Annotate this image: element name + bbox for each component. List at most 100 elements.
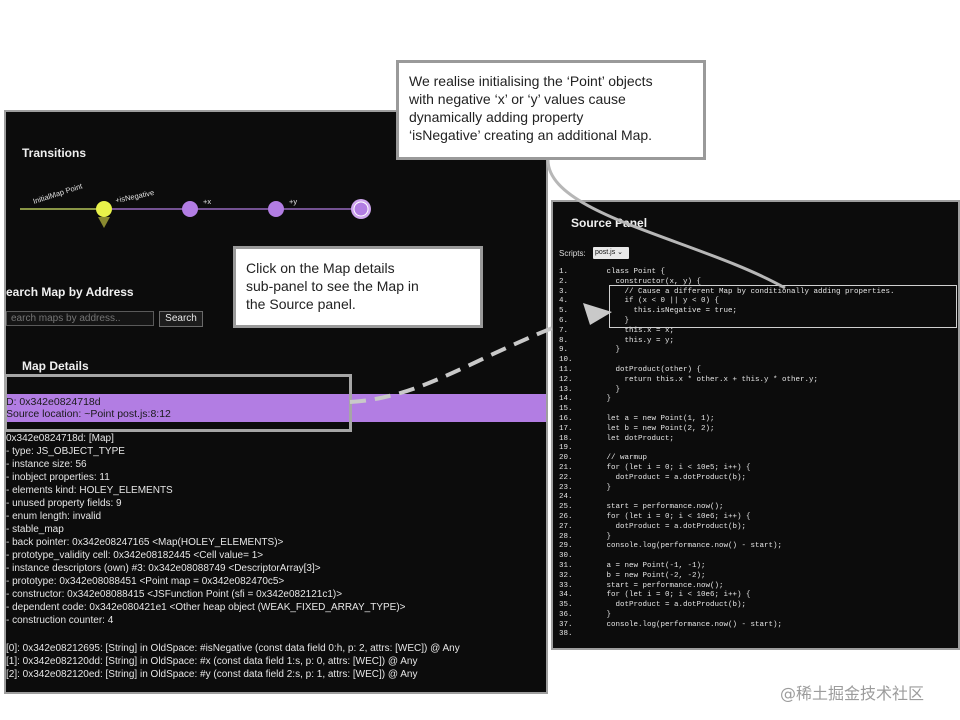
script-select[interactable]: post.js ⌄ xyxy=(593,247,629,259)
line-number: 21. xyxy=(559,463,573,472)
line-number: 9. xyxy=(559,346,569,355)
source-location-link[interactable]: Source location: ~Point post.js:8:12 xyxy=(6,408,171,420)
code-text: let b = new Point(2, 2); xyxy=(593,424,715,433)
map-id: D: 0x342e0824718d xyxy=(6,396,101,408)
map-details-title: Map Details xyxy=(22,359,89,373)
map-node-current[interactable] xyxy=(351,199,371,219)
line-number: 23. xyxy=(559,483,573,492)
line-number: 13. xyxy=(559,385,573,394)
line-number: 24. xyxy=(559,493,573,502)
line-number: 38. xyxy=(559,630,573,639)
source-panel-title: Source Panel xyxy=(571,216,648,230)
line-number: 32. xyxy=(559,571,573,580)
code-text: this.y = y; xyxy=(593,336,675,345)
code-line: 14. } xyxy=(559,395,895,405)
callout-line: with negative ‘x’ or ‘y’ values cause xyxy=(409,91,626,107)
code-line: 30. xyxy=(559,552,895,562)
code-line: 6. } xyxy=(559,317,895,327)
line-number: 5. xyxy=(559,307,569,316)
line-number: 37. xyxy=(559,620,573,629)
code-line: 35. dotProduct = a.dotProduct(b); xyxy=(559,601,895,611)
code-text: start = performance.now(); xyxy=(593,581,724,590)
line-number: 25. xyxy=(559,503,573,512)
line-number: 7. xyxy=(559,326,569,335)
line-number: 22. xyxy=(559,473,573,482)
code-text: start = performance.now(); xyxy=(593,503,724,512)
code-line: 18. let dotProduct; xyxy=(559,435,895,445)
callout-line: Click on the Map details xyxy=(246,260,395,276)
line-number: 11. xyxy=(559,365,573,374)
transition-label-isnegative: +isNegative xyxy=(115,188,155,205)
callout-line: sub-panel to see the Map in xyxy=(246,278,419,294)
code-text: } xyxy=(593,316,630,325)
code-line: 37. console.log(performance.now() - star… xyxy=(559,621,895,631)
code-line: 23. } xyxy=(559,484,895,494)
code-text: class Point { xyxy=(593,268,666,276)
code-text: let a = new Point(1, 1); xyxy=(593,414,715,423)
code-text: let dotProduct; xyxy=(593,434,675,443)
line-number: 26. xyxy=(559,512,573,521)
descriptor-list: [0]: 0x342e08212695: [String] in OldSpac… xyxy=(6,643,460,680)
code-text: for (let i = 0; i < 10e6; i++) { xyxy=(593,512,751,521)
line-number: 31. xyxy=(559,561,573,570)
code-line: 28. } xyxy=(559,533,895,543)
code-text: dotProduct(other) { xyxy=(593,365,702,374)
code-text: dotProduct = a.dotProduct(b); xyxy=(593,601,747,610)
code-line: 31. a = new Point(-1, -1); xyxy=(559,562,895,572)
line-number: 16. xyxy=(559,414,573,423)
line-number: 28. xyxy=(559,532,573,541)
code-text: } xyxy=(593,346,621,355)
code-line: 19. xyxy=(559,444,895,454)
code-line: 20. // warmup xyxy=(559,454,895,464)
line-number: 33. xyxy=(559,581,573,590)
code-text: // warmup xyxy=(593,454,648,463)
code-text: if (x < 0 || y < 0) { xyxy=(593,297,720,306)
code-line: 34. for (let i = 0; i < 10e6; i++) { xyxy=(559,591,895,601)
map-node-selected[interactable] xyxy=(96,201,112,228)
line-number: 27. xyxy=(559,522,573,531)
line-number: 36. xyxy=(559,610,573,619)
line-number: 14. xyxy=(559,395,573,404)
code-line: 10. xyxy=(559,356,895,366)
code-text: dotProduct = a.dotProduct(b); xyxy=(593,473,747,482)
transition-graph: InitialMap Point +isNegative +x +y xyxy=(20,181,371,228)
map-node[interactable] xyxy=(182,201,198,217)
line-number: 4. xyxy=(559,297,569,306)
line-number: 15. xyxy=(559,405,573,414)
callout-line: the Source panel. xyxy=(246,296,356,312)
code-text: this.isNegative = true; xyxy=(593,307,738,316)
source-panel: Source Panel Scripts: post.js ⌄ 1. class… xyxy=(551,200,960,650)
search-map-input[interactable] xyxy=(6,311,154,326)
code-line: 4. if (x < 0 || y < 0) { xyxy=(559,297,895,307)
line-number: 10. xyxy=(559,356,573,365)
line-number: 6. xyxy=(559,316,569,325)
code-line: 22. dotProduct = a.dotProduct(b); xyxy=(559,474,895,484)
map-details-highlight-box xyxy=(4,374,352,432)
line-number: 12. xyxy=(559,375,573,384)
transition-label-initial: InitialMap Point xyxy=(32,181,84,206)
code-line: 16. let a = new Point(1, 1); xyxy=(559,415,895,425)
code-line: 27. dotProduct = a.dotProduct(b); xyxy=(559,523,895,533)
transition-label-x: +x xyxy=(203,197,211,206)
code-line: 5. this.isNegative = true; xyxy=(559,307,895,317)
code-text: console.log(performance.now() - start); xyxy=(593,542,783,551)
code-line: 21. for (let i = 0; i < 10e5; i++) { xyxy=(559,464,895,474)
callout-click-map-details: Click on the Map details sub-panel to se… xyxy=(233,246,483,328)
callout-line: dynamically adding property xyxy=(409,109,584,125)
code-line: 29. console.log(performance.now() - star… xyxy=(559,542,895,552)
search-map-title: earch Map by Address xyxy=(6,285,134,299)
transition-label-y: +y xyxy=(289,197,297,206)
code-line: 38. xyxy=(559,630,895,640)
line-number: 2. xyxy=(559,277,569,286)
line-number: 35. xyxy=(559,601,573,610)
code-line: 26. for (let i = 0; i < 10e6; i++) { xyxy=(559,513,895,523)
map-node[interactable] xyxy=(268,201,284,217)
code-line: 25. start = performance.now(); xyxy=(559,503,895,513)
callout-extra-map-explanation: We realise initialising the ‘Point’ obje… xyxy=(396,60,706,160)
search-button[interactable]: Search xyxy=(159,311,203,327)
line-number: 19. xyxy=(559,444,573,453)
code-text: dotProduct = a.dotProduct(b); xyxy=(593,522,747,531)
line-number: 3. xyxy=(559,287,569,296)
code-text: for (let i = 0; i < 10e5; i++) { xyxy=(593,463,751,472)
code-line: 13. } xyxy=(559,386,895,396)
